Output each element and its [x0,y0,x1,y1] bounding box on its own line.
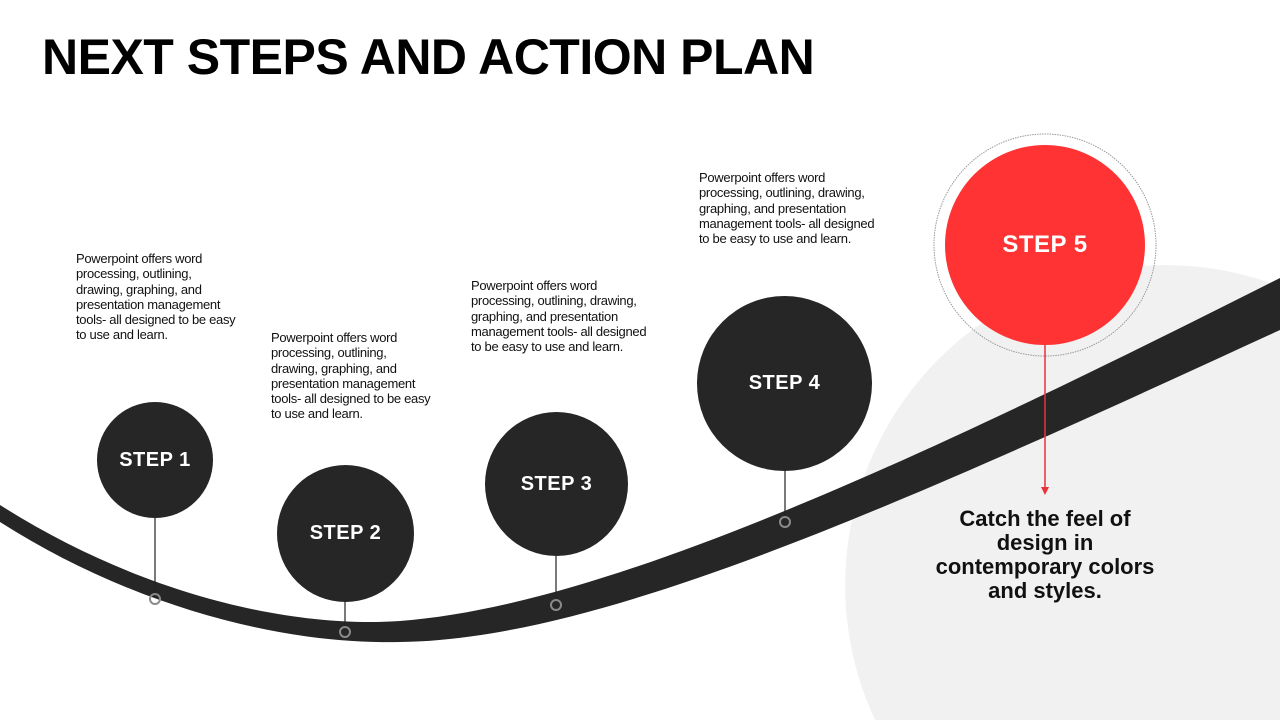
step1-description: Powerpoint offers word processing, outli… [76,251,236,343]
page-title: NEXT STEPS AND ACTION PLAN [42,29,815,85]
step5-circle: STEP 5 [945,145,1145,345]
step3-circle: STEP 3 [485,412,628,556]
step3-label: STEP 3 [520,472,593,495]
step1-circle: STEP 1 [97,402,213,518]
step4-circle: STEP 4 [697,296,872,471]
step3-description: Powerpoint offers word processing, outli… [471,278,647,355]
step1-label: STEP 1 [119,448,191,471]
milestone-dot [339,626,351,638]
milestone-dot [779,516,791,528]
milestone-dot [550,599,562,611]
step4-description: Powerpoint offers word processing, outli… [699,170,875,247]
milestone-dot [149,593,161,605]
step5-label: STEP 5 [1002,231,1088,258]
step4-label: STEP 4 [748,372,821,394]
step2-circle: STEP 2 [277,465,414,602]
arrow-head-icon [1041,487,1049,495]
curved-path [0,278,1280,643]
step5-outer-ring [933,133,1157,357]
tagline: Catch the feel of design in contemporary… [935,506,1155,603]
step2-description: Powerpoint offers word processing, outli… [271,330,431,422]
connector-lines [154,471,786,627]
step2-label: STEP 2 [309,522,382,544]
